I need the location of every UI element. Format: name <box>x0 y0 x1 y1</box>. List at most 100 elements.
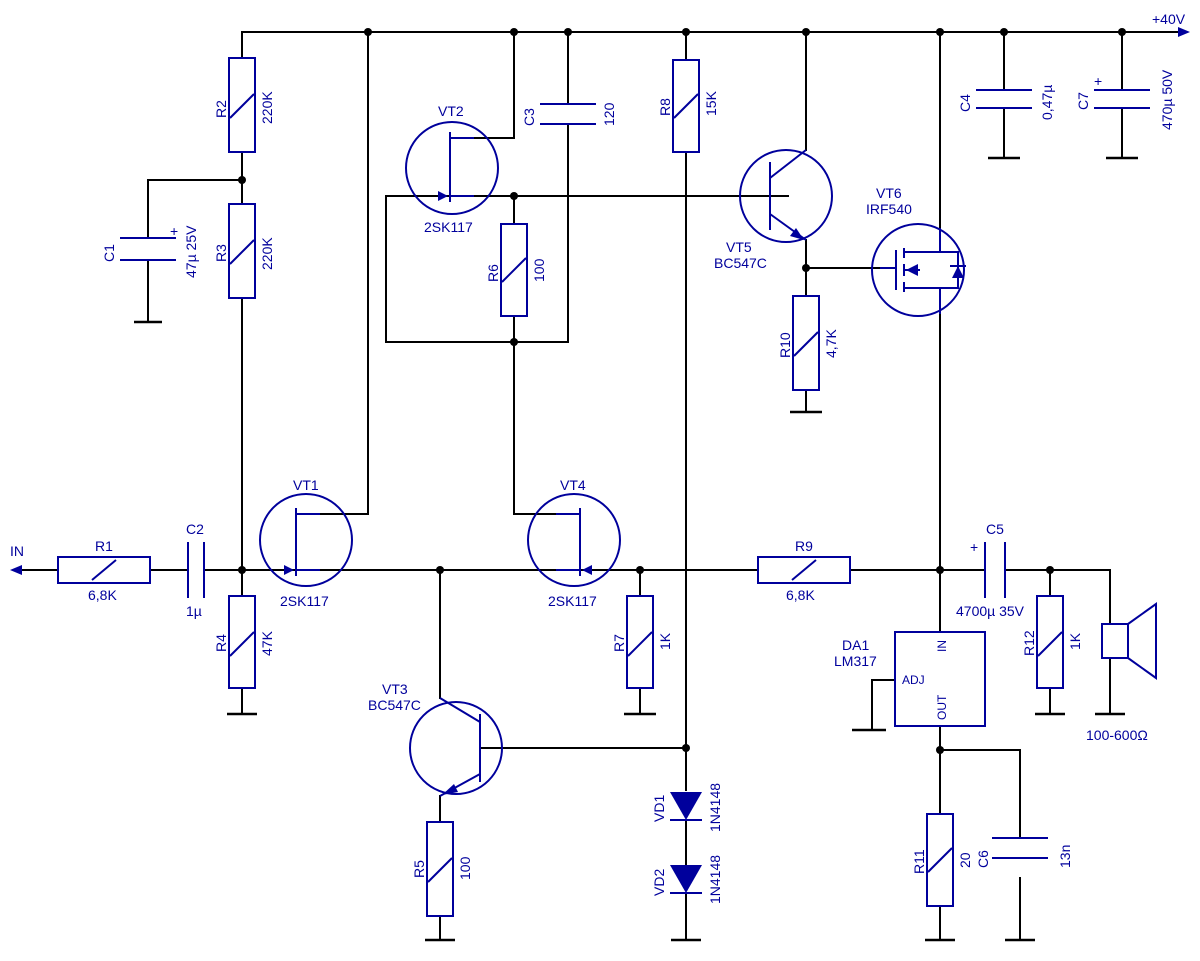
vd1-value: 1N4148 <box>707 783 723 832</box>
c1-polarity: + <box>170 223 178 239</box>
transistor-vt5: VT5 BC547C <box>714 149 833 271</box>
capacitor-c3: C3 120 <box>521 102 617 126</box>
c7-polarity: + <box>1094 73 1102 89</box>
c2-ref: C2 <box>186 521 204 537</box>
junction <box>636 566 644 574</box>
capacitor-c6: C6 13n <box>975 837 1073 868</box>
r9-ref: R9 <box>795 538 813 554</box>
vt5-value: BC547C <box>714 255 767 271</box>
junction <box>238 176 246 184</box>
r8-ref: R8 <box>657 98 673 116</box>
vt4-value: 2SK117 <box>548 593 597 609</box>
resistor-r4: R4 47K <box>213 595 275 689</box>
r2-ref: R2 <box>213 100 229 118</box>
speaker-icon <box>1101 623 1129 659</box>
transistor-vt1: VT1 2SK117 <box>259 477 353 609</box>
transistor-vt4: VT4 2SK117 <box>527 477 621 609</box>
wires <box>17 31 1181 941</box>
c4-ref: C4 <box>957 94 973 112</box>
da1-pin-adj: ADJ <box>902 673 925 687</box>
ground-symbols <box>134 156 1138 942</box>
r6-ref: R6 <box>485 264 501 282</box>
c7-ref: C7 <box>1075 92 1091 110</box>
regulator-da1: DA1 LM317 IN ADJ OUT <box>834 631 986 727</box>
c6-value: 13n <box>1057 845 1073 868</box>
r4-value: 47K <box>259 630 275 656</box>
c5-ref: C5 <box>986 521 1004 537</box>
diode-vd2: VD2 1N4148 <box>651 855 723 904</box>
transistor-vt3: VT3 BC547C <box>368 681 503 797</box>
resistor-r6: R6 100 <box>485 223 547 317</box>
r8-value: 15K <box>703 90 719 116</box>
junction <box>1046 566 1054 574</box>
junction <box>936 746 944 754</box>
da1-ref: DA1 <box>842 637 869 653</box>
r9-value: 6,8K <box>786 587 815 603</box>
c7-value: 470µ 50V <box>1159 69 1175 130</box>
speaker: 100-600Ω <box>1086 602 1157 743</box>
vt1-ref: VT1 <box>293 477 319 493</box>
c4-value: 0,47µ <box>1039 85 1055 120</box>
r5-ref: R5 <box>411 860 427 878</box>
junction <box>564 28 572 36</box>
junction <box>510 338 518 346</box>
r1-ref: R1 <box>95 538 113 554</box>
r2-value: 220K <box>259 91 275 124</box>
resistor-r7: R7 1K <box>611 595 673 689</box>
r12-value: 1K <box>1067 632 1083 650</box>
r7-ref: R7 <box>611 634 627 652</box>
da1-value: LM317 <box>834 653 877 669</box>
c5-value: 4700µ 35V <box>956 603 1025 619</box>
vt4-ref: VT4 <box>560 477 586 493</box>
capacitor-c5: + C5 4700µ 35V <box>956 521 1025 619</box>
vd1-ref: VD1 <box>651 795 667 822</box>
r3-ref: R3 <box>213 244 229 262</box>
r5-value: 100 <box>457 856 473 880</box>
junctions <box>238 28 1126 754</box>
c6-ref: C6 <box>975 850 991 868</box>
c1-value: 47µ 25V <box>183 225 199 278</box>
junction <box>510 192 518 200</box>
resistor-r10: R10 4,7K <box>777 295 839 391</box>
c3-value: 120 <box>601 102 617 126</box>
speaker-label: 100-600Ω <box>1086 727 1148 743</box>
junction <box>436 566 444 574</box>
r10-value: 4,7K <box>823 329 839 358</box>
r11-value: 20 <box>957 852 973 868</box>
capacitor-c1: + C1 47µ 25V <box>101 223 199 278</box>
vt1-value: 2SK117 <box>280 593 329 609</box>
resistor-r1: R1 6,8K <box>57 538 151 603</box>
resistor-r9: R9 6,8K <box>757 538 851 603</box>
vt6-ref: VT6 <box>876 185 902 201</box>
junction <box>1118 28 1126 36</box>
vt6-value: IRF540 <box>866 201 912 217</box>
resistor-r2: R2 220K <box>213 57 275 153</box>
r3-value: 220K <box>259 237 275 270</box>
resistor-r12: R12 1K <box>1021 595 1083 689</box>
transistor-vt6: VT6 IRF540 <box>866 185 966 317</box>
junction <box>1000 28 1008 36</box>
vt2-ref: VT2 <box>438 103 464 119</box>
capacitor-c2: C2 1µ <box>186 521 205 619</box>
c5-polarity: + <box>970 539 978 555</box>
c1-ref: C1 <box>101 244 117 262</box>
vd2-ref: VD2 <box>651 869 667 896</box>
vt5-ref: VT5 <box>726 239 752 255</box>
transistor-vt2: VT2 2SK117 <box>405 103 499 235</box>
supply-arrow-icon <box>1178 27 1190 37</box>
vt2-value: 2SK117 <box>424 219 473 235</box>
resistor-r5: R5 100 <box>411 821 473 917</box>
vt3-value: BC547C <box>368 697 421 713</box>
input-label: IN <box>10 543 24 559</box>
r11-ref: R11 <box>911 849 927 874</box>
r10-ref: R10 <box>777 332 793 358</box>
r7-value: 1K <box>657 632 673 650</box>
da1-pin-out: OUT <box>935 694 949 720</box>
capacitor-c7: + C7 470µ 50V <box>1075 69 1175 130</box>
diode-vd1: VD1 1N4148 <box>651 783 723 832</box>
vd2-value: 1N4148 <box>707 855 723 904</box>
junction <box>238 566 246 574</box>
junction <box>682 28 690 36</box>
da1-pin-in: IN <box>935 640 949 652</box>
